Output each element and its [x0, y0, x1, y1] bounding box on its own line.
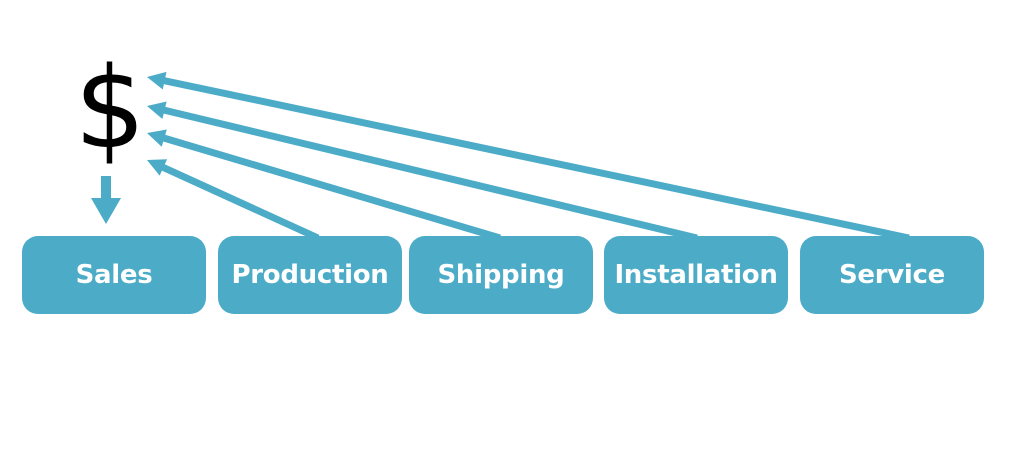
service-to-dollar-arrow-shaft [162, 77, 910, 242]
production-box: Production [218, 236, 402, 314]
shipping-box: Shipping [409, 236, 593, 314]
sales-label: Sales [75, 260, 153, 290]
production-to-dollar-arrow [147, 159, 320, 242]
installation-box: Installation [604, 236, 788, 314]
dollar-to-sales-arrow-head [91, 198, 121, 224]
dollar-to-sales-arrow [91, 176, 121, 224]
shipping-to-dollar-arrow-head [147, 129, 167, 147]
service-to-dollar-arrow-head [147, 71, 167, 90]
production-to-dollar-arrow-shaft [161, 163, 320, 242]
shipping-to-dollar-arrow-shaft [162, 134, 501, 242]
service-to-dollar-arrow [147, 71, 910, 242]
shipping-label: Shipping [437, 260, 565, 290]
service-label: Service [839, 260, 945, 290]
dollar-icon: $ [74, 44, 146, 174]
shipping-to-dollar-arrow [147, 129, 501, 242]
production-to-dollar-arrow-head [147, 159, 168, 176]
installation-to-dollar-arrow-shaft [162, 106, 698, 242]
sales-box: Sales [22, 236, 206, 314]
installation-to-dollar-arrow [147, 101, 698, 242]
installation-label: Installation [614, 260, 778, 290]
service-box: Service [800, 236, 984, 314]
production-label: Production [231, 260, 389, 290]
installation-to-dollar-arrow-head [147, 101, 167, 119]
